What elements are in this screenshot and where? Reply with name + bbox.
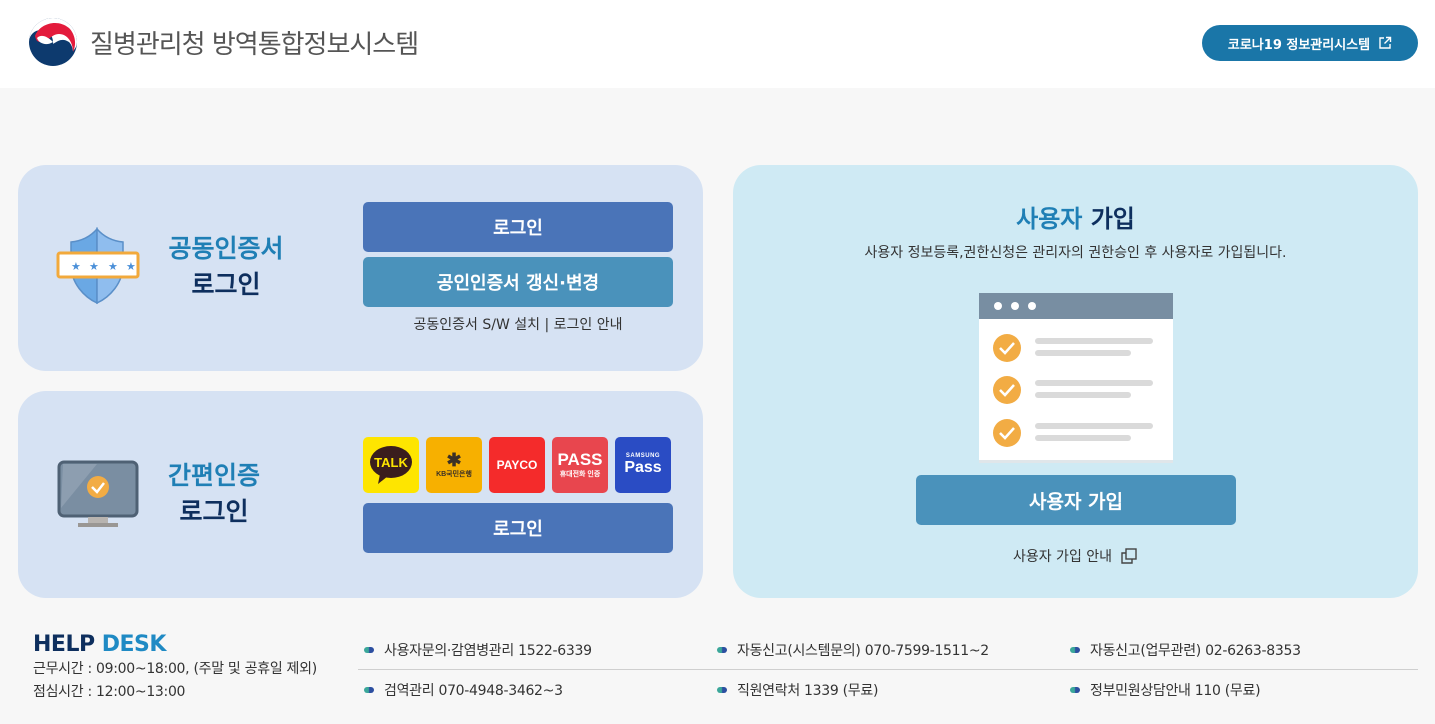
bullet-icon [1070, 687, 1080, 693]
contact-list: 사용자문의·감염병관리 1522-6339 자동신고(시스템문의) 070-75… [358, 630, 1418, 710]
auth-provider-list: TALK ✱ KB국민은행 PAYCO PASS 휴대전화 인증 SAMSUNG… [363, 437, 671, 493]
contact-row: 사용자문의·감염병관리 1522-6339 자동신고(시스템문의) 070-75… [358, 630, 1418, 670]
samsung-pass-auth-button[interactable]: SAMSUNG Pass [615, 437, 671, 493]
login-guide-link[interactable]: 로그인 안내 [553, 317, 623, 333]
payco-auth-button[interactable]: PAYCO [489, 437, 545, 493]
signup-button[interactable]: 사용자 가입 [916, 475, 1236, 525]
simple-login-button[interactable]: 로그인 [363, 503, 673, 553]
pass-auth-button[interactable]: PASS 휴대전화 인증 [552, 437, 608, 493]
helpdesk-hours: 근무시간 : 09:00~18:00, (주말 및 공휴일 제외) [33, 661, 317, 677]
kakao-auth-button[interactable]: TALK [363, 437, 419, 493]
contact-item: 자동신고(업무관련) 02-6263-8353 [1064, 640, 1417, 660]
contact-item: 정부민원상담안내 110 (무료) [1064, 680, 1417, 700]
kakaotalk-icon: TALK [370, 446, 412, 484]
cert-renew-button[interactable]: 공인인증서 갱신·변경 [363, 257, 673, 307]
monitor-check-icon [57, 460, 139, 527]
bullet-icon [717, 687, 727, 693]
svg-text:★: ★ [71, 260, 81, 273]
helpdesk-lunch: 점심시간 : 12:00~13:00 [33, 684, 186, 700]
svg-text:★: ★ [126, 260, 136, 273]
cert-login-title: 공동인증서 로그인 [168, 234, 284, 299]
contact-item: 직원연락처 1339 (무료) [711, 680, 1064, 700]
samsung-pass-label: Pass [624, 459, 662, 476]
signup-card: 사용자 가입 사용자 정보등록,권한신청은 관리자의 권한승인 후 사용자로 가… [733, 165, 1418, 598]
taegeuk-logo-icon[interactable] [27, 16, 79, 68]
kb-auth-button[interactable]: ✱ KB국민은행 [426, 437, 482, 493]
payco-label: PAYCO [496, 458, 538, 472]
cert-links: 공동인증서 S/W 설치 | 로그인 안내 [363, 314, 673, 334]
samsung-label: SAMSUNG [625, 453, 661, 459]
popup-window-icon [1121, 548, 1137, 564]
external-link-icon [1379, 36, 1392, 49]
svg-text:★: ★ [108, 260, 118, 273]
kb-star-icon: ✱ [446, 450, 462, 470]
bullet-icon [364, 687, 374, 693]
helpdesk: HELP DESK 근무시간 : 09:00~18:00, (주말 및 공휴일 … [33, 632, 317, 704]
kb-label: KB국민은행 [436, 471, 472, 478]
corona-info-system-button[interactable]: 코로나19 정보관리시스템 [1202, 25, 1418, 61]
pass-label: PASS [557, 450, 603, 469]
corona-button-label: 코로나19 정보관리시스템 [1227, 37, 1371, 53]
contact-item: 사용자문의·감염병관리 1522-6339 [358, 640, 711, 660]
signup-guide-link[interactable]: 사용자 가입 안내 [733, 546, 1418, 566]
contact-item: 검역관리 070-4948-3462~3 [358, 680, 711, 700]
header: 질병관리청 방역통합정보시스템 코로나19 정보관리시스템 [0, 0, 1435, 88]
cert-sw-install-link[interactable]: 공동인증서 S/W 설치 [413, 317, 541, 333]
bullet-icon [717, 646, 727, 653]
simple-login-card: 간편인증 로그인 TALK ✱ KB국민은행 PAYCO PASS 휴대전화 인… [18, 391, 703, 598]
bullet-icon [1070, 646, 1080, 653]
simple-login-title: 간편인증 로그인 [167, 461, 260, 526]
shield-password-icon: ★ ★ ★ ★ [56, 227, 140, 305]
cert-login-card: ★ ★ ★ ★ 공동인증서 로그인 로그인 공인인증서 갱신·변경 공동인증서 … [18, 165, 703, 371]
checklist-window-icon [979, 293, 1173, 463]
cert-login-button[interactable]: 로그인 [363, 202, 673, 252]
helpdesk-title: HELP DESK [33, 632, 166, 657]
signup-title: 사용자 가입 [1016, 205, 1135, 233]
contact-row: 검역관리 070-4948-3462~3 직원연락처 1339 (무료) 정부민… [358, 670, 1418, 710]
svg-text:★: ★ [89, 260, 99, 273]
site-title: 질병관리청 방역통합정보시스템 [90, 30, 419, 60]
svg-text:TALK: TALK [374, 455, 408, 470]
signup-description: 사용자 정보등록,권한신청은 관리자의 권한승인 후 사용자로 가입됩니다. [864, 245, 1287, 261]
contact-item: 자동신고(시스템문의) 070-7599-1511~2 [711, 640, 1064, 660]
link-separator: | [544, 317, 550, 333]
signup-guide-label: 사용자 가입 안내 [1012, 549, 1113, 565]
pass-sub-label: 휴대전화 인증 [559, 471, 601, 478]
bullet-icon [364, 646, 374, 653]
